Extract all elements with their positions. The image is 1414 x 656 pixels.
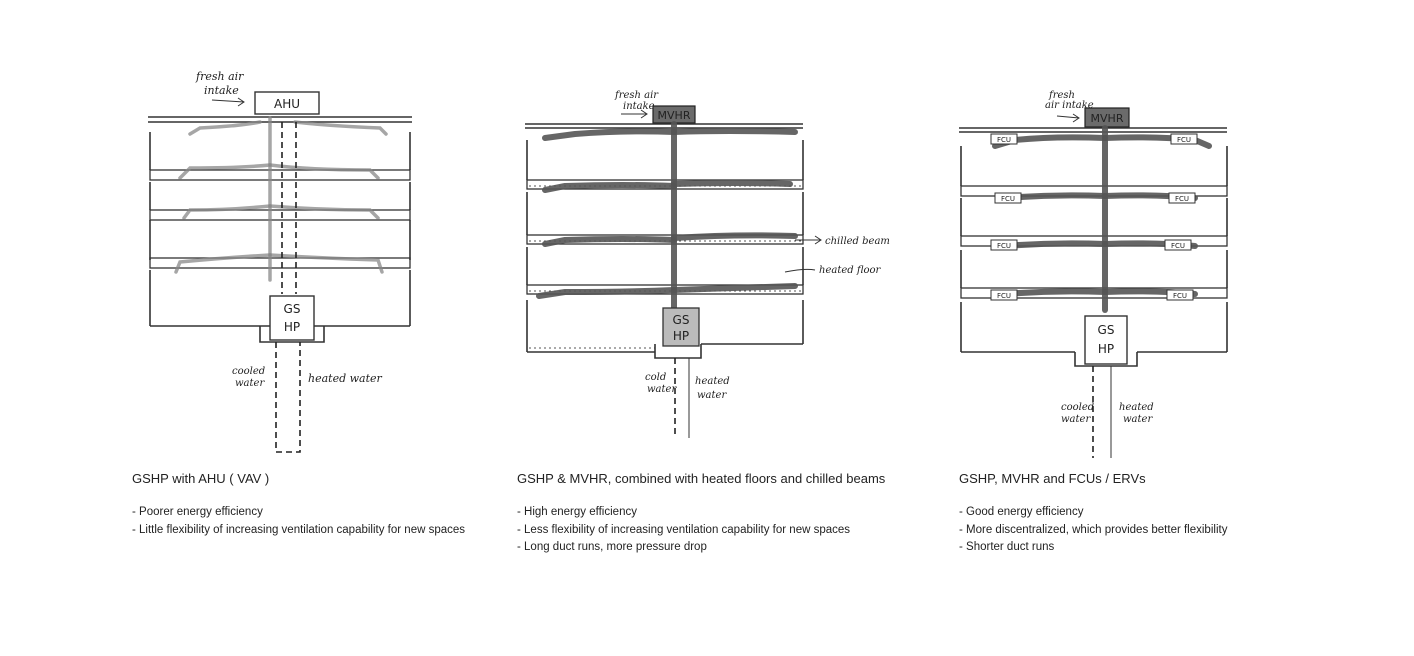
fcu-label: FCU xyxy=(1171,242,1185,250)
fcu-label: FCU xyxy=(1173,292,1187,300)
fcu-label: FCU xyxy=(1175,195,1189,203)
heated-water-label: heated water xyxy=(308,372,383,385)
fcu-building-sketch: fresh air intake MVHR FCU xyxy=(945,0,1365,470)
fcu-label: FCU xyxy=(1001,195,1015,203)
fcu-bullet: - Good energy efficiency xyxy=(959,504,1379,522)
ahu-building-sketch: fresh air intake AHU xyxy=(120,0,540,470)
heated-water-label-2: water xyxy=(1123,414,1153,425)
ahu-ground-loop xyxy=(276,342,300,452)
heated-floor-pointer-icon xyxy=(785,269,815,272)
mvhr-supply-ducts xyxy=(539,124,795,310)
fcu-label: FCU xyxy=(997,136,1011,144)
heated-floor-label: heated floor xyxy=(819,265,882,276)
fcu-bullet: - Shorter duct runs xyxy=(959,539,1379,557)
cooled-water-label-2: water xyxy=(1061,414,1091,425)
gshp-label-1: GS xyxy=(673,313,690,327)
ahu-unit-label: AHU xyxy=(274,97,300,111)
cooled-water-label: cooled xyxy=(232,366,265,377)
ahu-caption-title: GSHP with AHU ( VAV ) xyxy=(132,470,552,488)
cooled-water-label-2: water xyxy=(235,378,265,389)
mvhr-bullet: - High energy efficiency xyxy=(517,504,937,522)
fcu-label: FCU xyxy=(997,242,1011,250)
ahu-bullet-list: - Poorer energy efficiency - Little flex… xyxy=(132,504,552,539)
panel-mvhr: fresh air intake MVHR chilled b xyxy=(505,0,925,656)
mvhr-unit-label: MVHR xyxy=(1091,112,1124,125)
chilled-beam-label: chilled beam xyxy=(825,236,890,247)
mvhr-building-sketch: fresh air intake MVHR chilled b xyxy=(505,0,925,470)
gshp-label-2: HP xyxy=(284,320,300,334)
intake-arrow-icon xyxy=(212,98,244,106)
ahu-caption: GSHP with AHU ( VAV ) - Poorer energy ef… xyxy=(132,470,552,539)
panel-fcu: fresh air intake MVHR FCU xyxy=(945,0,1365,656)
fresh-air-intake-label: fresh air xyxy=(614,90,659,101)
fresh-air-intake-label: fresh air xyxy=(195,70,244,83)
mvhr-bullet-list: - High energy efficiency - Less flexibil… xyxy=(517,504,937,557)
fcu-label: FCU xyxy=(997,292,1011,300)
cooled-water-label: cooled xyxy=(1061,402,1094,413)
mvhr-caption: GSHP & MVHR, combined with heated floors… xyxy=(517,470,937,557)
intake-arrow-icon xyxy=(1057,114,1079,122)
fcu-caption-title: GSHP, MVHR and FCUs / ERVs xyxy=(959,470,1379,488)
cold-water-label-2: water xyxy=(647,384,677,395)
mvhr-bullet: - Long duct runs, more pressure drop xyxy=(517,539,937,557)
ahu-supply-ducts xyxy=(176,118,386,280)
gshp-label-1: GS xyxy=(1098,323,1115,337)
fresh-air-intake-label-2: intake xyxy=(623,101,655,112)
fresh-air-intake-label-2: intake xyxy=(204,84,239,97)
chilled-beam-pointer-icon xyxy=(795,236,821,244)
fcu-bullet-list: - Good energy efficiency - More discentr… xyxy=(959,504,1379,557)
heated-water-label-2: water xyxy=(697,390,727,401)
mvhr-caption-title: GSHP & MVHR, combined with heated floors… xyxy=(517,470,937,488)
gshp-label-2: HP xyxy=(673,329,689,343)
mvhr-unit-label: MVHR xyxy=(658,109,691,122)
fcu-units: FCU FCU FCU FCU FCU FCU FCU FCU xyxy=(991,134,1197,300)
fcu-supply-ducts xyxy=(995,128,1209,310)
panel-ahu: fresh air intake AHU xyxy=(120,0,540,656)
heated-water-label: heated xyxy=(1119,402,1154,413)
ahu-bullet: - Poorer energy efficiency xyxy=(132,504,552,522)
heated-water-label: heated xyxy=(695,376,730,387)
fcu-label: FCU xyxy=(1177,136,1191,144)
cold-water-label: cold xyxy=(645,372,666,383)
gshp-label-1: GS xyxy=(284,302,301,316)
mvhr-bullet: - Less flexibility of increasing ventila… xyxy=(517,522,937,540)
gshp-label-2: HP xyxy=(1098,342,1114,356)
fcu-caption: GSHP, MVHR and FCUs / ERVs - Good energy… xyxy=(959,470,1379,557)
ahu-bullet: - Little flexibility of increasing venti… xyxy=(132,522,552,540)
fcu-bullet: - More discentralized, which provides be… xyxy=(959,522,1379,540)
